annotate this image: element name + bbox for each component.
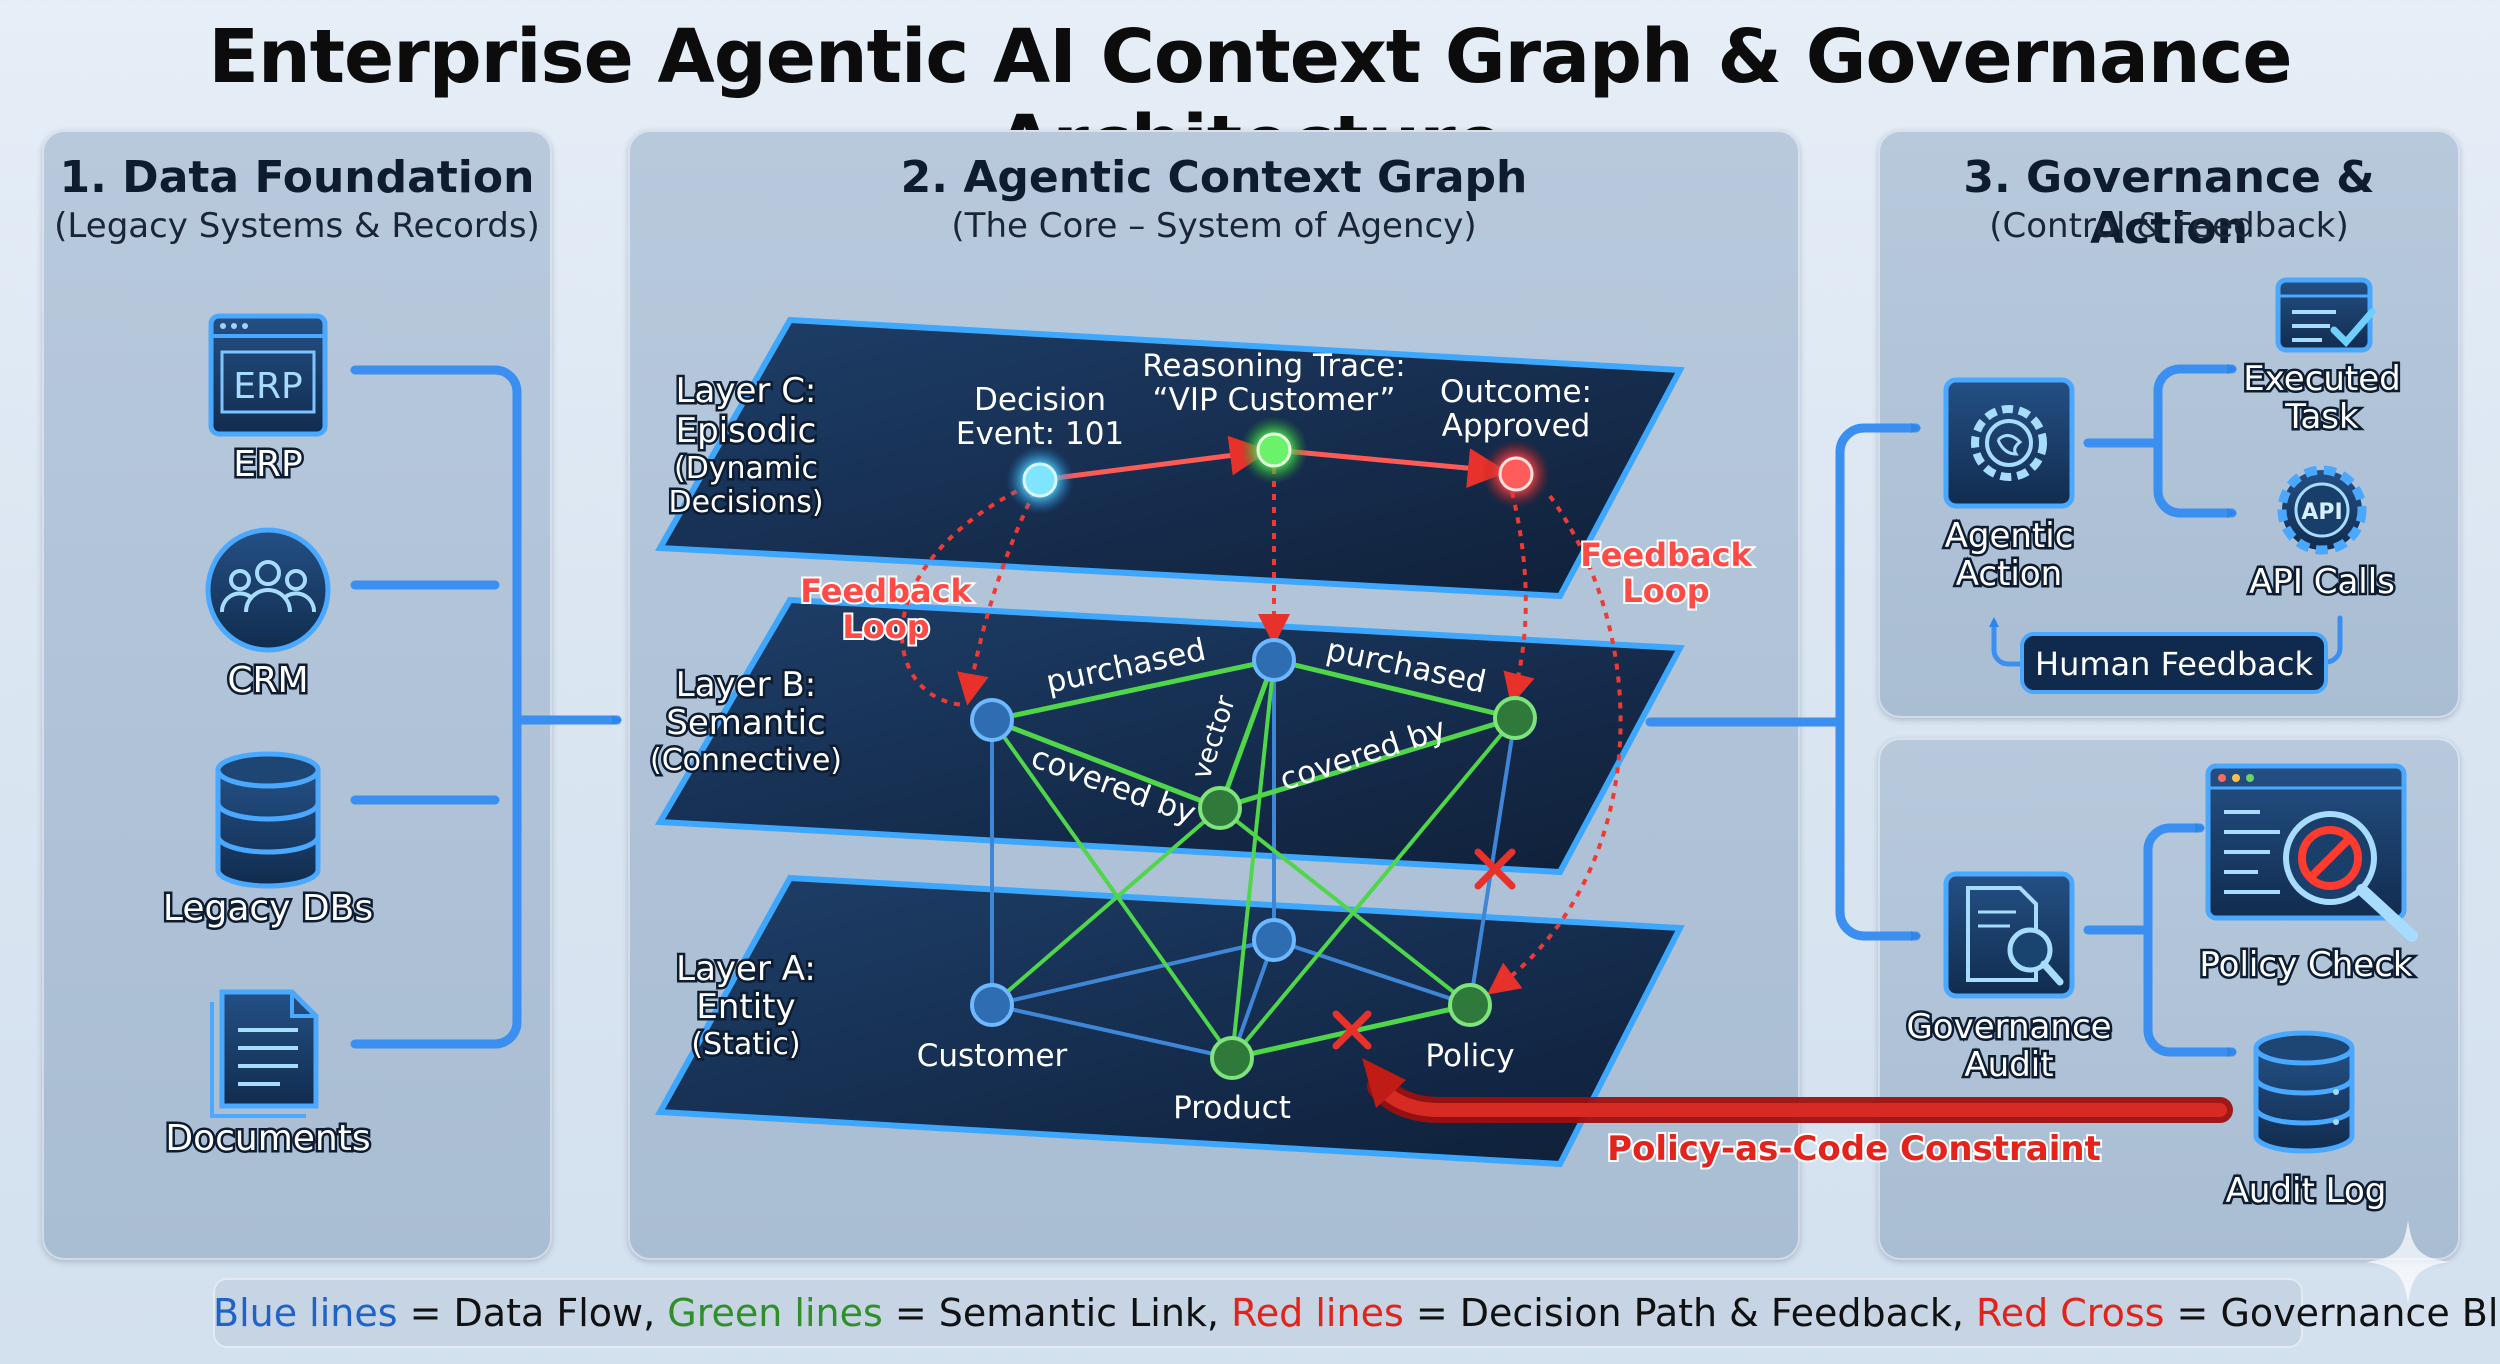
agentic-action-label-1: Agentic <box>1945 516 2074 556</box>
layer-a-desc: (Static) <box>691 1027 800 1062</box>
layer-a-type: Entity <box>696 987 795 1027</box>
feedback-loop-right-1: Feedback <box>1580 536 1752 574</box>
decision-event-node <box>1006 446 1074 514</box>
erp-label: ERP <box>233 444 302 485</box>
agentic-action-label-2: Action <box>1956 554 2062 594</box>
policy-check-icon <box>2208 766 2412 936</box>
audit-log-label: Audit Log <box>2226 1171 2387 1211</box>
erp-icon: ERP <box>211 316 325 434</box>
legend-red-desc: = Decision Path & Feedback, <box>1404 1291 1976 1335</box>
legend: Blue lines = Data Flow, Green lines = Se… <box>213 1278 2303 1348</box>
layer-c-type: Episodic <box>676 411 817 451</box>
legend-cross-desc: = Governance Block <box>2164 1291 2500 1335</box>
document-icon <box>212 992 316 1116</box>
reasoning-trace-label-2: “VIP Customer” <box>1153 382 1396 418</box>
layer-a-name: Layer A: <box>676 949 816 989</box>
layer-c-name: Layer C: <box>676 371 817 411</box>
api-gear-icon: API <box>2282 470 2362 550</box>
agentic-branch-connector <box>2088 369 2232 513</box>
graph-to-governance-connector <box>1650 428 1916 936</box>
people-icon <box>208 530 328 650</box>
legend-blue-desc: = Data Flow, <box>398 1291 668 1335</box>
governance-audit-label-1: Governance <box>1906 1007 2111 1047</box>
outcome-label-1: Outcome: <box>1440 374 1592 410</box>
layer-b-type: Semantic <box>666 703 825 743</box>
database-icon <box>218 754 318 886</box>
entity-label-policy: Policy <box>1425 1038 1514 1074</box>
executed-task-label-2: Task <box>2284 397 2359 437</box>
documents-label: Documents <box>165 1118 370 1159</box>
data-flow-connector <box>355 370 617 1044</box>
feedback-loop-left-2: Loop <box>842 608 929 646</box>
entity-label-product: Product <box>1173 1090 1291 1126</box>
layer-b-name: Layer B: <box>676 665 816 705</box>
legend-green-desc: = Semantic Link, <box>883 1291 1231 1335</box>
outcome-label-2: Approved <box>1442 408 1591 444</box>
legend-cross: Red Cross <box>1976 1291 2164 1335</box>
governance-audit-label-2: Audit <box>1964 1045 2053 1085</box>
legend-red: Red lines <box>1231 1291 1404 1335</box>
erp-icon-text: ERP <box>233 366 302 407</box>
policy-as-code-label: Policy-as-Code Constraint <box>1607 1129 2101 1169</box>
legend-green: Green lines <box>667 1291 883 1335</box>
feedback-loop-right-2: Loop <box>1622 572 1709 610</box>
agentic-action-gear-icon <box>1946 380 2072 506</box>
decision-event-label-2: Event: 101 <box>956 416 1124 452</box>
decision-event-label-1: Decision <box>974 382 1106 418</box>
legend-blue: Blue lines <box>213 1291 398 1335</box>
entity-label-customer: Customer <box>917 1038 1068 1074</box>
outcome-node <box>1482 440 1550 508</box>
reasoning-trace-node <box>1240 416 1308 484</box>
task-checklist-icon <box>2278 280 2372 350</box>
layer-c-desc-1: (Dynamic <box>674 451 818 486</box>
layer-b-desc: (Connective) <box>650 743 842 778</box>
policy-check-label: Policy Check <box>2199 945 2413 985</box>
api-icon-text: API <box>2301 500 2342 525</box>
executed-task-label-1: Executed <box>2243 359 2401 399</box>
feedback-loop-left-1: Feedback <box>800 572 972 610</box>
reasoning-trace-label-1: Reasoning Trace: <box>1142 348 1405 384</box>
layer-c-desc-2: Decisions) <box>668 485 823 520</box>
legacy-dbs-label: Legacy DBs <box>163 888 373 929</box>
human-feedback-label: Human Feedback <box>2035 645 2313 683</box>
crm-label: CRM <box>227 660 308 701</box>
audit-log-database-icon <box>2256 1033 2352 1151</box>
api-calls-label: API Calls <box>2249 562 2395 602</box>
audit-document-search-icon <box>1946 874 2072 996</box>
